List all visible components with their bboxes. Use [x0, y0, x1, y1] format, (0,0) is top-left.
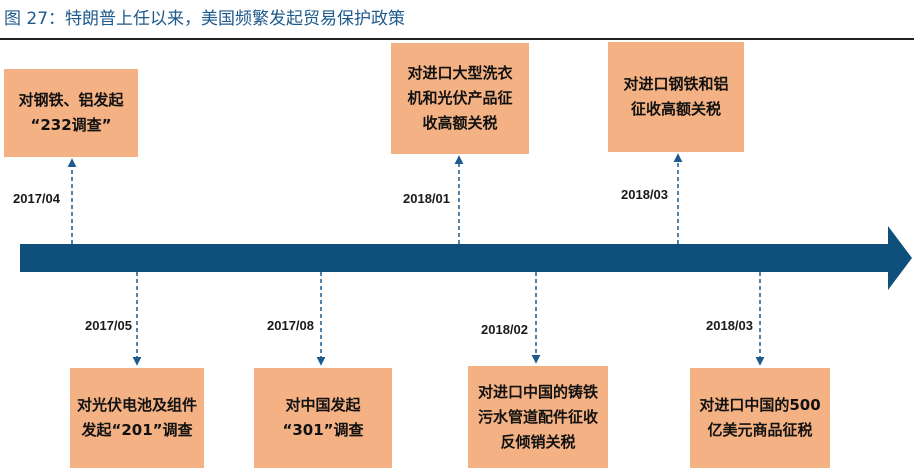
figure-title: 图 27：特朗普上任以来，美国频繁发起贸易保护政策: [4, 9, 406, 29]
event-box-2018-01: 对进口大型洗衣 机和光伏产品征 收高额关税: [391, 43, 529, 154]
event-box-2017-05: 对光伏电池及组件 发起“201”调查: [70, 368, 204, 468]
event-text: 对进口中国的铸铁 污水管道配件征收 反倾销关税: [477, 382, 598, 451]
event-text: 对中国发起 “301”调查: [282, 396, 364, 439]
date-label-2018-01: 2018/01: [402, 191, 451, 207]
event-text: 对光伏电池及组件 发起“201”调查: [76, 396, 197, 439]
date-label-2017-04: 2017/04: [12, 191, 61, 207]
date-label-2017-08: 2017/08: [266, 318, 315, 334]
event-text: 对进口大型洗衣 机和光伏产品征 收高额关税: [407, 64, 513, 132]
event-text: 对进口中国的500 亿美元商品征税: [699, 396, 821, 439]
event-box-2018-03-500: 对进口中国的500 亿美元商品征税: [690, 368, 830, 468]
event-text: 对钢铁、铝发起 “232调查”: [18, 91, 124, 134]
event-text: 对进口钢铁和铝 征收高额关税: [623, 75, 729, 118]
title-divider: [0, 38, 914, 40]
date-label-2018-02: 2018/02: [480, 322, 529, 338]
event-box-2017-04: 对钢铁、铝发起 “232调查”: [4, 69, 138, 157]
event-box-2018-03-steel: 对进口钢铁和铝 征收高额关税: [608, 42, 744, 152]
timeline-arrow: [20, 226, 912, 290]
event-box-2017-08: 对中国发起 “301”调查: [254, 368, 392, 468]
date-label-2017-05: 2017/05: [84, 318, 133, 334]
event-box-2018-02: 对进口中国的铸铁 污水管道配件征收 反倾销关税: [468, 366, 608, 468]
date-label-2018-03-500: 2018/03: [705, 318, 754, 334]
date-label-2018-03-steel: 2018/03: [620, 187, 669, 203]
